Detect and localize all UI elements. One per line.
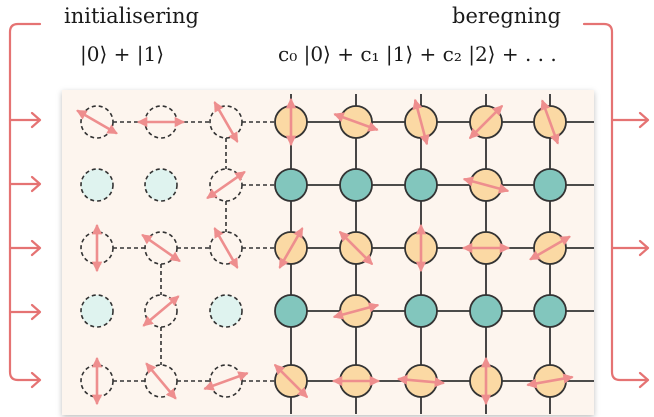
qubit-site-empty	[144, 168, 178, 202]
qubit-site-ground	[274, 294, 308, 328]
spin-arrow	[332, 302, 380, 320]
qubit-site-ground	[533, 168, 567, 202]
initialization-title: initialisering	[64, 4, 199, 28]
qubit-site-ground	[533, 294, 567, 328]
spin-arrow	[273, 363, 309, 399]
computation-title: beregning	[452, 4, 561, 28]
qubit-site-empty	[80, 294, 114, 328]
spin-arrow	[397, 374, 445, 388]
spin-arrow	[145, 362, 177, 400]
spin-arrow	[141, 234, 181, 262]
spin-arrow	[529, 235, 571, 261]
spin-arrow	[213, 101, 239, 143]
qubit-site-empty	[209, 294, 243, 328]
initial-state-label: |0⟩ + |1⟩	[80, 42, 165, 66]
spin-arrow	[468, 104, 504, 140]
qubit-site-ground	[404, 168, 438, 202]
spin-arrow	[412, 98, 430, 146]
left-bracket	[8, 22, 42, 389]
spin-arrow	[142, 295, 180, 327]
spin-arrow	[462, 176, 510, 194]
qubit-site-ground	[274, 168, 308, 202]
spin-arrow	[213, 227, 239, 269]
spin-arrow	[338, 230, 374, 266]
spin-arrow	[203, 371, 249, 391]
qubit-site-ground	[404, 294, 438, 328]
spin-arrow	[76, 109, 118, 135]
spin-arrow	[278, 227, 304, 269]
qubit-site-ground	[339, 168, 373, 202]
qubit-site-empty	[80, 168, 114, 202]
spin-arrow	[540, 99, 560, 145]
spin-arrow	[206, 171, 246, 199]
lattice-panel	[62, 90, 594, 415]
lattice-sites	[76, 97, 574, 406]
spin-arrow	[333, 112, 379, 132]
spin-arrow	[526, 373, 574, 389]
superposition-state-label: c₀ |0⟩ + c₁ |1⟩ + c₂ |2⟩ + . . .	[278, 42, 557, 66]
qubit-site-ground	[469, 294, 503, 328]
right-bracket	[582, 22, 650, 389]
